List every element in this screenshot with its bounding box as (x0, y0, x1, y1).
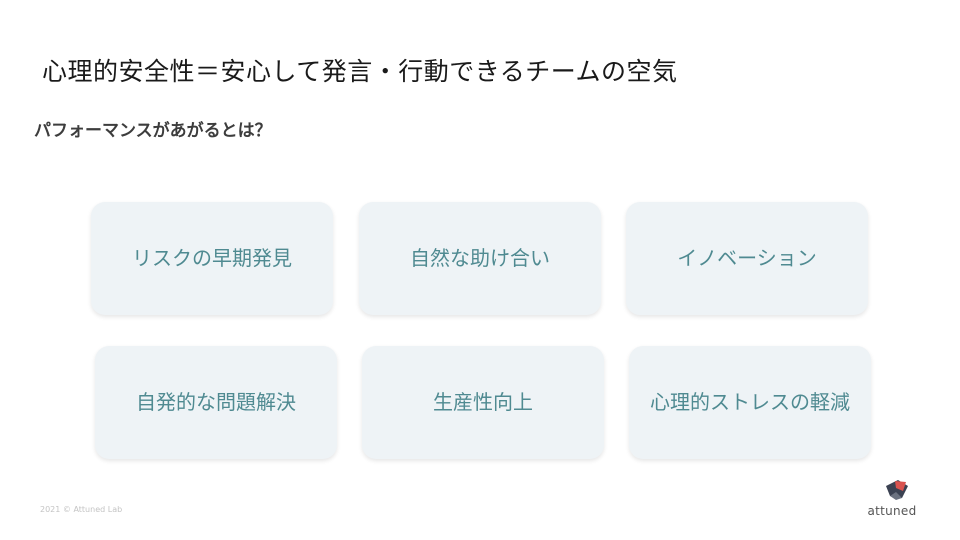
logo-text: attuned (867, 504, 917, 518)
copyright-text: 2021 © Attuned Lab (40, 505, 123, 514)
card-natural-mutual-help: 自然な助け合い (359, 202, 601, 315)
slide-title: 心理的安全性＝安心して発言・行動できるチームの空気 (42, 57, 678, 86)
card-label: 自然な助け合い (410, 246, 550, 270)
card-risk-early-detection: リスクの早期発見 (91, 202, 333, 315)
card-productivity-improvement: 生産性向上 (362, 346, 604, 459)
card-label: イノベーション (677, 246, 817, 270)
card-label: 生産性向上 (433, 390, 533, 414)
card-innovation: イノベーション (626, 202, 868, 315)
slide-subtitle: パフォーマンスがあがるとは？ (34, 121, 272, 141)
attuned-logo-icon (886, 480, 908, 500)
card-stress-reduction: 心理的ストレスの軽減 (629, 346, 871, 459)
card-label: 自発的な問題解決 (136, 390, 296, 414)
attuned-logo: attuned (860, 478, 924, 520)
card-label: 心理的ストレスの軽減 (650, 390, 850, 414)
card-proactive-problem-solving: 自発的な問題解決 (95, 346, 337, 459)
card-label: リスクの早期発見 (132, 246, 292, 270)
